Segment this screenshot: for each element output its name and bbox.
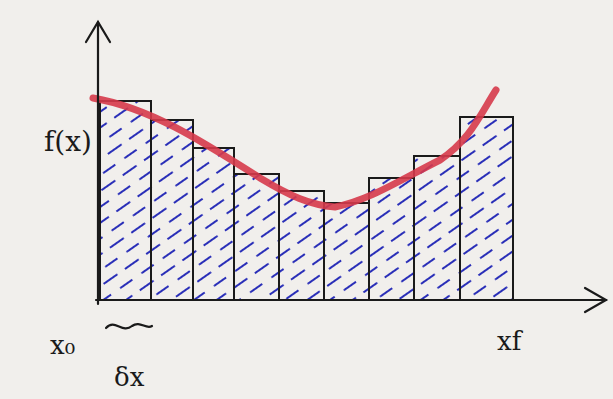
axis-label: x₀: [50, 332, 75, 358]
axis-label: f(x): [44, 128, 92, 156]
function-curve: [93, 90, 496, 207]
axes: [86, 22, 606, 328]
axis-label: xf: [497, 328, 521, 354]
axis-label: δx: [114, 364, 144, 390]
